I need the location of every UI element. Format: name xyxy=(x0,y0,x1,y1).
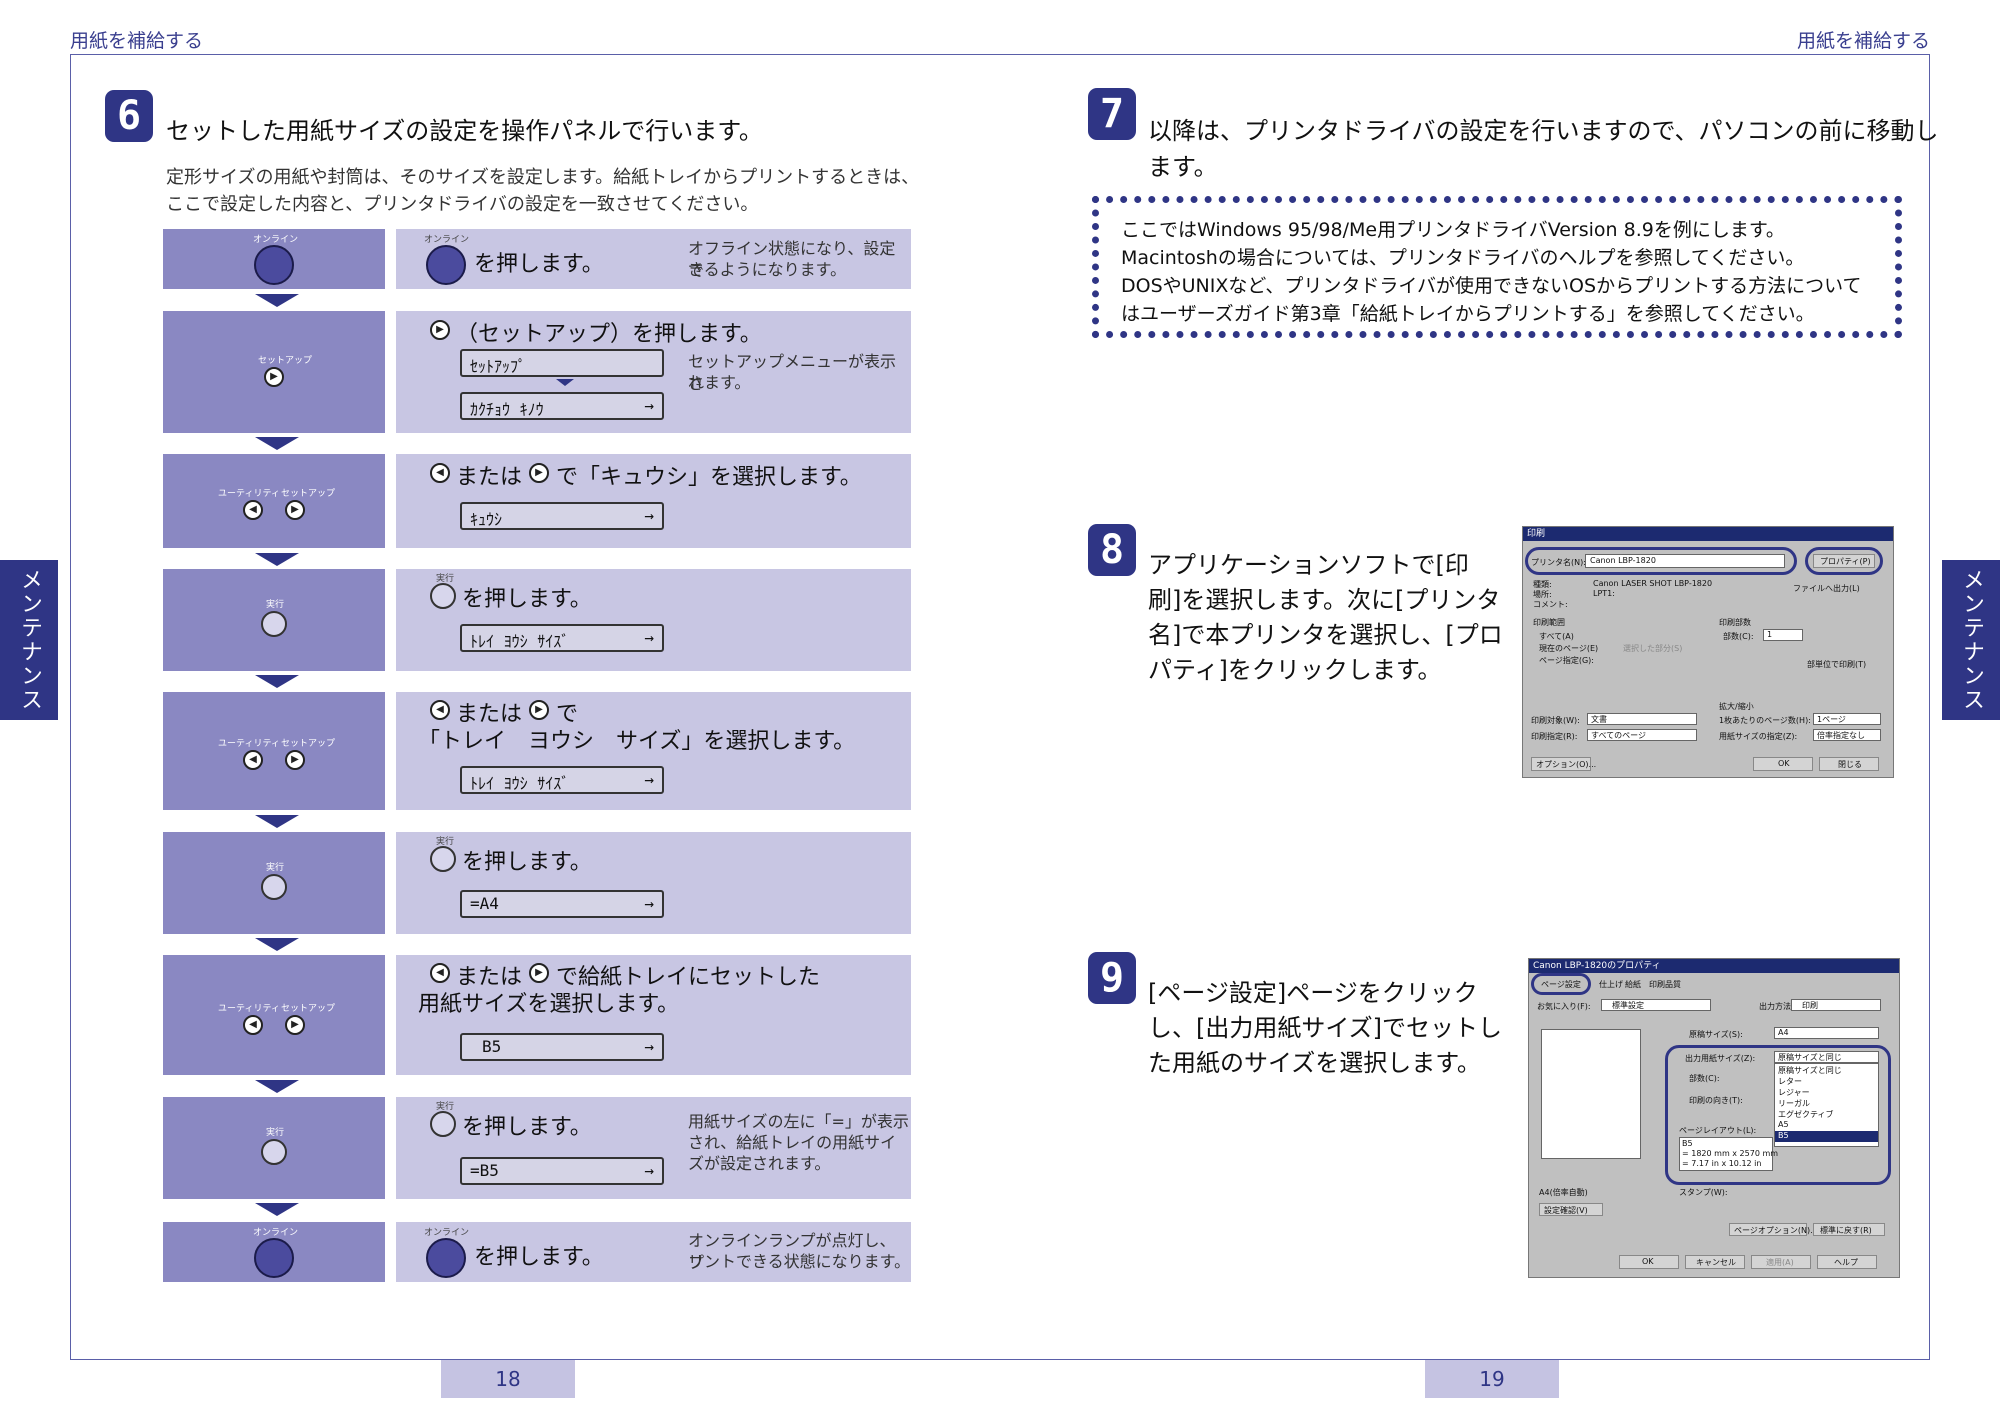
step-6-desc-2: ここで設定した内容と、プリンタドライバの設定を一致させてください。 xyxy=(166,194,759,215)
exec-button-icon xyxy=(430,846,456,872)
right-arrow-icon: ▶ xyxy=(285,500,305,520)
step-6-title: セットした用紙サイズの設定を操作パネルで行います。 xyxy=(166,117,763,145)
panel-setup-left: セットアップ ▶ xyxy=(163,311,385,433)
step-7-title-2: ます。 xyxy=(1148,153,1218,181)
paper-size-list: 原稿サイズと同じ レター レジャー リーガル エグゼクティブ A5 B5 xyxy=(1774,1063,1879,1147)
lcd-display: =B5→ xyxy=(460,1157,664,1185)
online-button-icon xyxy=(426,1238,466,1278)
running-header-right: 用紙を補給する xyxy=(1796,30,1930,52)
left-arrow-icon: ◀ xyxy=(430,700,450,720)
flow-arrow-icon xyxy=(255,553,299,566)
page-preview xyxy=(1541,1029,1641,1159)
step-6-desc-1: 定形サイズの用紙や封筒は、そのサイズを設定します。給紙トレイからプリントするとき… xyxy=(166,167,920,188)
exec-button-icon xyxy=(430,1111,456,1137)
step-6-row-1: オンライン を押します。 オフライン状態になり、設定で きるようになります。 xyxy=(396,229,911,289)
setup-right-arrow-icon: ▶ xyxy=(264,367,284,387)
highlight-printer-name xyxy=(1525,547,1797,575)
panel-exec-left: 実行 xyxy=(163,569,385,671)
online-button-icon xyxy=(426,245,466,285)
lcd-display: B5→ xyxy=(460,1033,664,1061)
left-arrow-icon: ◀ xyxy=(243,1015,263,1035)
panel-online-left: オンライン xyxy=(163,229,385,289)
step-8-title-3: 名]で本プリンタを選択し、[プロ xyxy=(1148,621,1503,649)
left-arrow-icon: ◀ xyxy=(430,963,450,983)
step-6-row-5: ◀ または ▶ で 「トレイ ヨウシ サイズ」を選択します。 ﾄﾚｲ ﾖｳｼ ｻ… xyxy=(396,692,911,810)
flow-arrow-icon xyxy=(255,938,299,951)
step-9-badge: 9 xyxy=(1088,952,1136,1004)
panel-exec-left: 実行 xyxy=(163,1097,385,1199)
left-arrow-icon: ◀ xyxy=(243,500,263,520)
print-dialog-screenshot: 印刷 プリンタ名(N): Canon LBP-1820 プロパティ(P) 種類:… xyxy=(1522,526,1894,778)
left-arrow-icon: ◀ xyxy=(430,463,450,483)
lcd-display: =A4→ xyxy=(460,890,664,918)
step-7-badge: 7 xyxy=(1088,88,1136,140)
step-6-row-4: 実行 を押します。 ﾄﾚｲ ﾖｳｼ ｻｲｽﾞ→ xyxy=(396,569,911,671)
step-9-title-1: [ページ設定]ページをクリック xyxy=(1148,979,1478,1007)
panel-utility-setup-left: ユーティリティ セットアップ ◀ ▶ xyxy=(163,955,385,1075)
side-tab-left: メンテナンス xyxy=(0,560,58,720)
properties-dialog-screenshot: Canon LBP-1820のプロパティ ページ設定 仕上げ 給紙 印刷品質 お… xyxy=(1528,958,1900,1278)
step-6-row-8: 実行 を押します。 =B5→ 用紙サイズの左に「=」が表示 され、給紙トレイの用… xyxy=(396,1097,911,1199)
side-tab-right: メンテナンス xyxy=(1942,560,2000,720)
page-number-right: 19 xyxy=(1425,1360,1559,1398)
highlight-properties xyxy=(1805,547,1883,575)
step-6-row-3: ◀ または ▶ で「キュウシ」を選択します。 ｷｭｳｼ→ xyxy=(396,454,911,548)
lcd-display: ｶｸﾁｮｳ ｷﾉｳ→ xyxy=(460,392,664,420)
panel-utility-setup-left: ユーティリティ セットアップ ◀ ▶ xyxy=(163,454,385,548)
step-7-note-box: ここではWindows 95/98/Me用プリンタドライバVersion 8.9… xyxy=(1092,196,1902,338)
left-arrow-icon: ◀ xyxy=(243,750,263,770)
highlight-output-size xyxy=(1665,1045,1891,1185)
flow-arrow-icon xyxy=(255,437,299,450)
online-button-icon xyxy=(254,1238,294,1278)
step-6-row-7: ◀ または ▶ で給紙トレイにセットした 用紙サイズを選択します。 B5→ xyxy=(396,955,911,1075)
step-8-title-2: 刷]を選択します。次に[プリンタ xyxy=(1148,586,1501,614)
step-6-row-6: 実行 を押します。 =A4→ xyxy=(396,832,911,934)
flow-arrow-icon xyxy=(255,675,299,688)
step-6-row-9: オンライン を押します。 オンラインランプが点灯し、プ リントできる状態になりま… xyxy=(396,1222,911,1282)
lcd-display: ｾｯﾄｱｯﾌﾟ xyxy=(460,349,664,377)
panel-utility-setup-left: ユーティリティ セットアップ ◀ ▶ xyxy=(163,692,385,810)
right-arrow-icon: ▶ xyxy=(529,463,549,483)
page-number-left: 18 xyxy=(441,1360,575,1398)
flow-arrow-icon xyxy=(255,815,299,828)
right-arrow-icon: ▶ xyxy=(285,1015,305,1035)
step-9-title-2: し、[出力用紙サイズ]でセットし xyxy=(1148,1014,1503,1042)
lcd-display: ﾄﾚｲ ﾖｳｼ ｻｲｽﾞ→ xyxy=(460,766,664,794)
step-8-badge: 8 xyxy=(1088,524,1136,576)
highlight-page-setup-tab xyxy=(1531,973,1591,995)
flow-arrow-icon xyxy=(255,294,299,307)
page-frame xyxy=(70,54,1930,1360)
panel-online-left: オンライン xyxy=(163,1222,385,1282)
exec-button-icon xyxy=(261,874,287,900)
step-7-title-1: 以降は、プリンタドライバの設定を行いますので、パソコンの前に移動し xyxy=(1148,117,1939,145)
panel-exec-left: 実行 xyxy=(163,832,385,934)
right-arrow-icon: ▶ xyxy=(529,963,549,983)
exec-button-icon xyxy=(430,583,456,609)
step-8-title-4: パティ]をクリックします。 xyxy=(1148,656,1442,684)
online-button-icon xyxy=(254,245,294,285)
exec-button-icon xyxy=(261,611,287,637)
flow-arrow-icon xyxy=(255,1080,299,1093)
step-8-title-1: アプリケーションソフトで[印 xyxy=(1148,551,1469,579)
right-arrow-icon: ▶ xyxy=(285,750,305,770)
lcd-down-arrow-icon xyxy=(556,379,574,386)
step-6-row-2: ▶ （セットアップ）を押します。 ｾｯﾄｱｯﾌﾟ ｶｸﾁｮｳ ｷﾉｳ→ セットア… xyxy=(396,311,911,433)
lcd-display: ｷｭｳｼ→ xyxy=(460,502,664,530)
flow-arrow-icon xyxy=(255,1203,299,1216)
lcd-display: ﾄﾚｲ ﾖｳｼ ｻｲｽﾞ→ xyxy=(460,624,664,652)
running-header-left: 用紙を補給する xyxy=(70,30,204,52)
right-arrow-icon: ▶ xyxy=(529,700,549,720)
exec-button-icon xyxy=(261,1139,287,1165)
setup-right-arrow-icon: ▶ xyxy=(430,320,450,340)
step-6-badge: 6 xyxy=(105,90,153,142)
step-9-title-3: た用紙のサイズを選択します。 xyxy=(1148,1049,1481,1077)
